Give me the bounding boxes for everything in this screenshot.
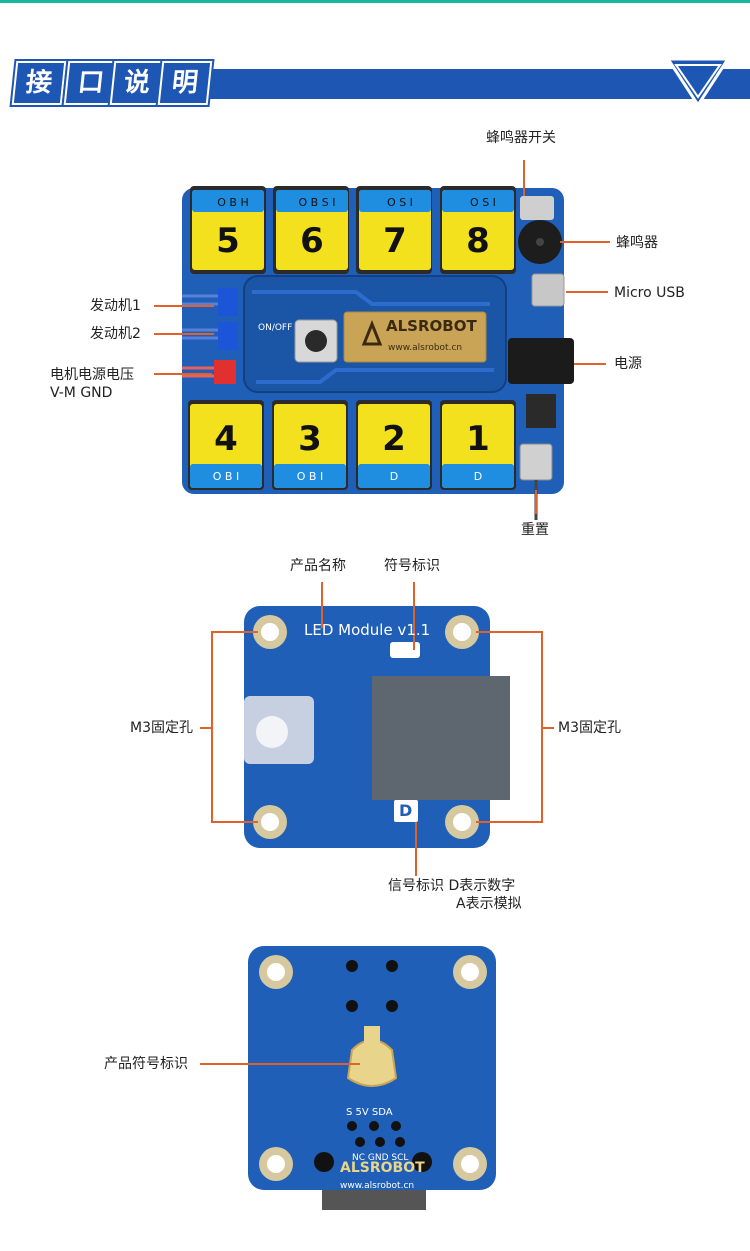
port7-tag: O S I xyxy=(387,196,413,209)
port4-number: 4 xyxy=(214,419,238,459)
bottom-port-labels xyxy=(190,404,514,488)
lightbulb-symbol-icon xyxy=(346,1026,398,1087)
back-logo-text: ALSROBOT xyxy=(340,1160,425,1176)
buzzer-label: 蜂鸣器 xyxy=(616,235,658,251)
module-connector xyxy=(372,676,510,800)
port3-tag: O B I xyxy=(296,470,324,483)
mount-holes-back xyxy=(259,955,487,1181)
reset-label: 重置 xyxy=(521,522,549,538)
port6-tag: O B S I xyxy=(298,196,336,209)
led-bulb-icon xyxy=(256,716,288,748)
hole-left-label: M3固定孔 xyxy=(130,720,193,736)
top-accent-line xyxy=(0,0,750,3)
hole-right-label: M3固定孔 xyxy=(558,720,621,736)
port7-number: 7 xyxy=(383,221,407,261)
port8-tag: O S I xyxy=(470,196,496,209)
port5-tag: O B H xyxy=(217,196,249,209)
header-triangle-icon xyxy=(665,57,731,108)
pins-bottom-label: NC GND SCL xyxy=(352,1153,409,1163)
mount-holes-front xyxy=(253,615,479,839)
port1-tag: D xyxy=(473,470,483,483)
signal-letter: D xyxy=(399,801,413,820)
motor-power-label: 电机电源电压 xyxy=(50,367,134,383)
micro-usb-port xyxy=(531,273,565,307)
symbol-mark-icon xyxy=(390,642,420,658)
signal-label-2: A表示模拟 xyxy=(456,896,522,912)
port3-number: 3 xyxy=(298,419,322,459)
product-symbol-label: 产品符号标识 xyxy=(104,1056,188,1072)
module-title: LED Module v1.1 xyxy=(304,621,431,639)
logo-plate xyxy=(343,311,487,363)
back-connector xyxy=(322,1190,426,1210)
power-jack xyxy=(508,338,574,384)
signal-label: 信号标识 D表示数字 xyxy=(388,878,516,894)
reset-button-icon xyxy=(305,330,327,352)
alsrobot-logo-icon xyxy=(361,319,383,346)
back-pins xyxy=(314,960,432,1172)
symbol-label: 符号标识 xyxy=(384,558,440,574)
port4-tag: O B I xyxy=(212,470,240,483)
product-name-label: 产品名称 xyxy=(290,558,346,574)
micro-usb-label: Micro USB xyxy=(614,285,685,301)
reset-switch xyxy=(519,443,553,481)
motor1-label: 发动机1 xyxy=(90,298,141,314)
module-callout-lines xyxy=(200,582,554,876)
port8-number: 8 xyxy=(466,221,490,261)
port2-number: 2 xyxy=(382,419,406,459)
port1-number: 1 xyxy=(466,419,490,459)
back-url-text: www.alsrobot.cn xyxy=(340,1181,415,1191)
buzzer-switch-label: 蜂鸣器开关 xyxy=(486,130,556,146)
port5-number: 5 xyxy=(216,221,240,261)
motor-power-label-2: V-M GND xyxy=(50,385,113,401)
buzzer-switch xyxy=(520,196,554,220)
port6-number: 6 xyxy=(300,221,324,261)
board-logo-text: ALSROBOT xyxy=(386,317,477,335)
section-header: 接 口 说 明 xyxy=(0,55,750,115)
board-callout-lines xyxy=(154,160,610,514)
signal-mark-box xyxy=(394,800,418,822)
port2-tag: D xyxy=(389,470,399,483)
motor-connectors xyxy=(182,288,238,384)
pins-top-label: S 5V SDA xyxy=(346,1107,393,1118)
switch-label: ON/OFF xyxy=(258,323,293,333)
power-label: 电源 xyxy=(614,356,642,372)
top-port-labels xyxy=(192,190,514,270)
header-bar xyxy=(205,69,750,99)
board-url-text: www.alsrobot.cn xyxy=(388,343,463,353)
motor2-label: 发动机2 xyxy=(90,326,141,342)
